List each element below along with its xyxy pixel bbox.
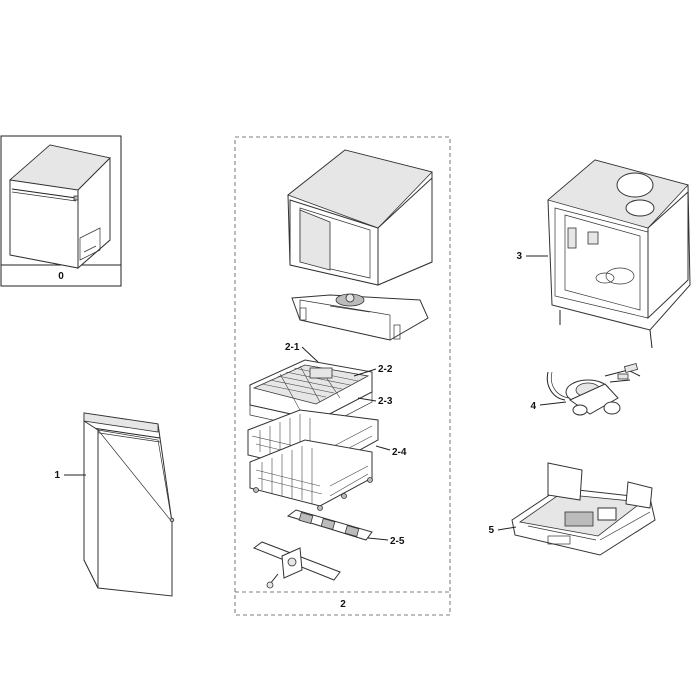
callout-2: 2: [340, 599, 346, 610]
part-2-dashed-frame: [234, 136, 451, 616]
callout-5: 5: [488, 525, 494, 536]
cabinet-outer-case: [287, 149, 433, 341]
leader-2-3: [357, 397, 377, 402]
callout-2-4: 2-4: [392, 447, 407, 458]
part-4-pump: 4: [530, 363, 641, 416]
spray-arms: [252, 509, 373, 589]
callout-2-2: 2-2: [378, 364, 393, 375]
callout-2-5: 2-5: [390, 536, 405, 547]
callout-1: 1: [54, 470, 60, 481]
dish-racks: [247, 359, 379, 511]
assembly-0-panel: 0: [0, 135, 122, 287]
callout-3: 3: [516, 251, 522, 262]
dishwasher-assembly-drawing: [9, 144, 111, 270]
part-1-door: 1: [54, 412, 175, 597]
callout-4: 4: [530, 401, 536, 412]
callout-2-1: 2-1: [285, 342, 300, 353]
callout-2-3: 2-3: [378, 396, 393, 407]
part-3-tub: 3: [516, 159, 691, 349]
part-2-group: 2: [234, 136, 451, 616]
assembly-0-frame: [0, 135, 122, 287]
leader-2-1: [301, 346, 319, 363]
leader-2-4: [375, 445, 391, 451]
leader-4: [539, 401, 567, 406]
callout-0: 0: [58, 271, 64, 282]
leader-5: [497, 526, 517, 531]
part-5-base: 5: [488, 462, 656, 556]
leader-2-2: [353, 368, 377, 377]
leader-2-5: [367, 537, 389, 541]
